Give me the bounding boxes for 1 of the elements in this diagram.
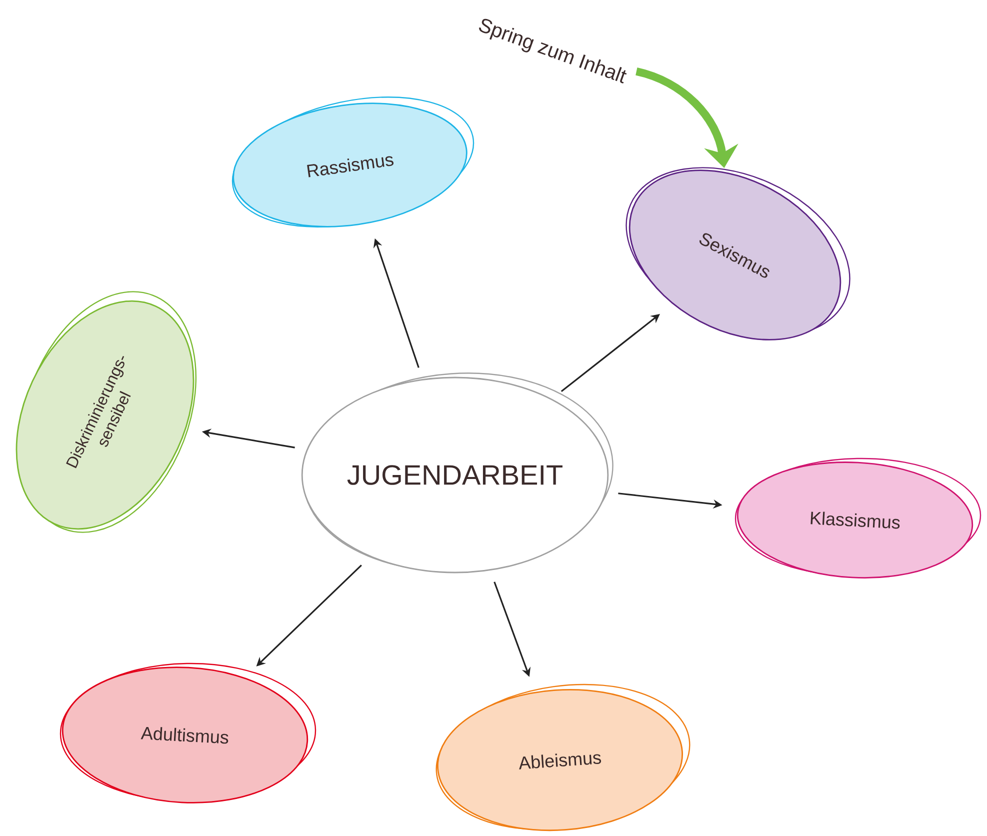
skip-link-text: Spring zum Inhalt [479, 18, 627, 84]
